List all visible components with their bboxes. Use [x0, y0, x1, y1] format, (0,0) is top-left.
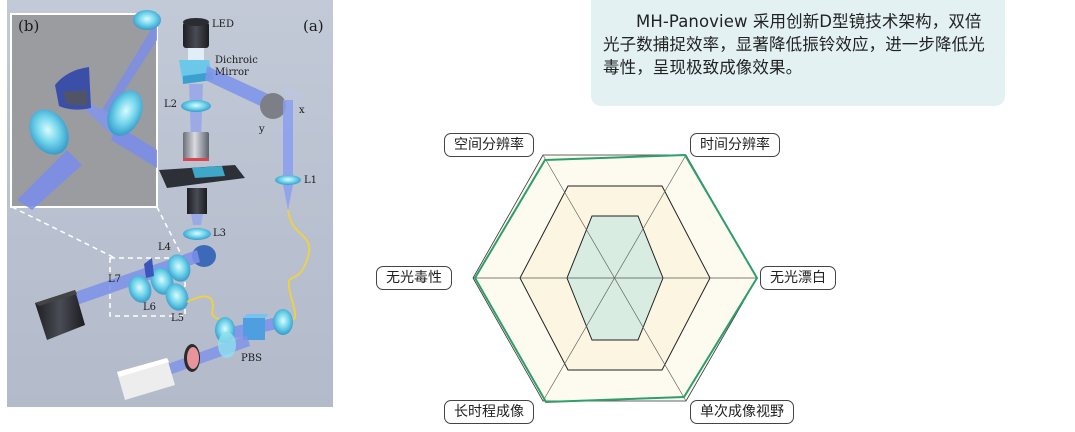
- radar-axis-label-single-fov: 单次成像视野: [690, 400, 794, 424]
- inset-b: [10, 10, 161, 210]
- label-y: y: [259, 124, 265, 135]
- label-x: x: [299, 105, 305, 116]
- label-l6: L6: [143, 302, 157, 313]
- optical-setup-figure: (b) (a) LED Dichroic Mirror L2 x y L1 L3…: [7, 0, 333, 407]
- radar-axis-label-long-term-imaging: 长时程成像: [444, 400, 534, 424]
- label-led: LED: [212, 19, 234, 30]
- label-l4: L4: [158, 242, 172, 253]
- label-mirror: Mirror: [215, 67, 249, 78]
- radar-axis-label-spatial-resolution: 空间分辨率: [444, 133, 534, 157]
- radar-chart-graphic: [472, 153, 759, 404]
- description-callout: MH-Panoview 采用创新D型镜技术架构，双倍光子数捕捉效率，显著降低振铃…: [591, 0, 1005, 106]
- radar-chart: [360, 120, 880, 424]
- label-l1: L1: [304, 175, 318, 186]
- label-l2: L2: [164, 99, 178, 110]
- radar-axis-label-no-phototoxicity: 无光毒性: [376, 266, 452, 290]
- label-panel-a: (a): [303, 17, 324, 35]
- radar-axis-label-temporal-resolution: 时间分辨率: [690, 133, 780, 157]
- label-dichroic: Dichroic: [215, 55, 258, 66]
- label-l3: L3: [213, 228, 227, 239]
- label-l5: L5: [171, 313, 185, 324]
- optical-setup-illustration: [10, 10, 311, 400]
- label-panel-b: (b): [18, 17, 40, 35]
- label-pbs: PBS: [241, 353, 262, 364]
- radar-series-outline: [473, 153, 759, 404]
- radar-axis-label-no-photobleaching: 无光漂白: [760, 266, 836, 290]
- description-text: MH-Panoview 采用创新D型镜技术架构，双倍光子数捕捉效率，显著降低振铃…: [603, 12, 985, 77]
- label-l7: L7: [108, 274, 122, 285]
